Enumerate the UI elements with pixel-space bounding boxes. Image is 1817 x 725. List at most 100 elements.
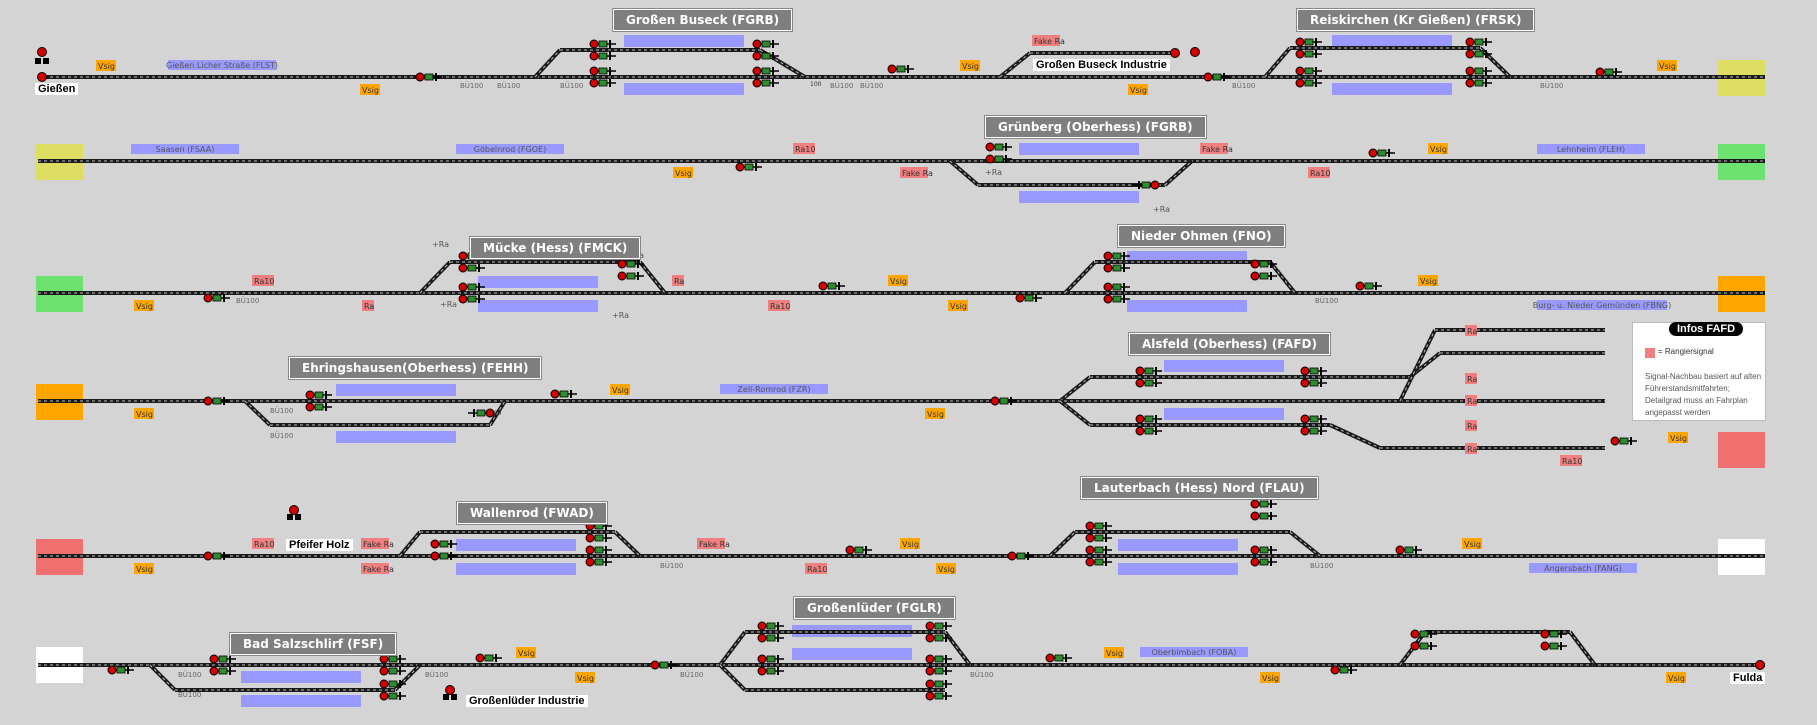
signal-lamp-red [1540, 629, 1550, 639]
signal-lamp-green [594, 546, 604, 554]
signal-lamp-red [1085, 521, 1095, 531]
signal-lamp-green [827, 282, 837, 290]
vsig-marker-label: Vsig [902, 540, 919, 549]
block-marker [443, 694, 449, 700]
signal-lamp-green [1024, 294, 1034, 302]
level-crossing-marker: BÜ100 [970, 670, 993, 679]
halt-label-box-label: Burg- u. Nieder Gemünden (FBNG) [1533, 301, 1672, 310]
signal-lamp-red [925, 621, 935, 631]
signal-lamp-red [1085, 545, 1095, 555]
signal-lamp-red [1540, 641, 1550, 651]
halt-label-box [1537, 300, 1667, 310]
halt-label-box [168, 60, 276, 70]
signal-lamp-green [467, 283, 477, 291]
vsig-marker-label: Vsig [1262, 674, 1279, 683]
ra10-marker-label: Ra10 [254, 277, 274, 286]
station-label-muecke: Mücke (Hess) (FMCK) [470, 237, 641, 259]
signal-lamp-red [1135, 426, 1145, 436]
signal-lamp-red [1103, 294, 1113, 304]
signal-lamp-green [1377, 149, 1387, 157]
signal-lamp-green [314, 403, 324, 411]
ra10-marker-label: Ra10 [1310, 169, 1330, 178]
track-ties [999, 52, 1031, 78]
signal-lamp-green [1259, 500, 1269, 508]
end-signal [445, 685, 455, 695]
signal-lamp-green [896, 65, 906, 73]
track-ties [1059, 376, 1091, 402]
speed-marker: 100 [1296, 75, 1308, 82]
signal-lamp-red [458, 263, 468, 273]
signal-lamp-red [1410, 629, 1420, 639]
signal-lamp-green [1112, 252, 1122, 260]
station-label-nieder-ohmen: Nieder Ohmen (FNO) [1118, 225, 1285, 247]
vsig-marker-label: Vsig [612, 386, 629, 395]
signal-lamp-green [1094, 546, 1104, 554]
track [1048, 530, 1077, 558]
platform [1118, 539, 1238, 551]
signal-lamp-green [1309, 427, 1319, 435]
vsig-marker [96, 60, 116, 71]
vsig-marker [948, 300, 968, 311]
end-signal [1190, 47, 1200, 57]
signal-lamp-red [1295, 66, 1305, 76]
signal-lamp-green [934, 622, 944, 630]
signal-lamp-red [985, 154, 995, 164]
platform [241, 671, 361, 683]
end-signal [1755, 660, 1765, 670]
ra-marker [1465, 373, 1477, 384]
signal-lamp-red [1015, 293, 1025, 303]
vsig-marker [575, 672, 595, 683]
signal-lamp-green [559, 390, 569, 398]
signal-lamp-green [484, 654, 494, 662]
signal-lamp-red [1203, 72, 1213, 82]
station-label-grossenlueder: Großenlüder (FGLR) [794, 597, 955, 619]
platform [1332, 35, 1452, 47]
ra-marker [1465, 325, 1477, 336]
signal-lamp-green [1309, 415, 1319, 423]
signal-lamp-green [1094, 522, 1104, 530]
signal-lamp-red [458, 294, 468, 304]
signal-lamp-red [430, 551, 440, 561]
signal-lamp-green [467, 295, 477, 303]
signal-lamp-green [1259, 558, 1269, 566]
signal-lamp-green [598, 79, 608, 87]
signal-lamp-red [990, 396, 1000, 406]
signal-lamp-red [925, 654, 935, 664]
signal-lamp-red [1610, 436, 1620, 446]
signal-lamp-red [1465, 37, 1475, 47]
vsig-marker [610, 384, 630, 395]
signal-lamp-red [752, 51, 762, 61]
signal-lamp-green [1259, 512, 1269, 520]
signal-lamp-green [659, 661, 669, 669]
platform [456, 563, 576, 575]
track-ties [639, 261, 666, 294]
signal-lamp-green [598, 67, 608, 75]
signal-lamp-green [1604, 68, 1614, 76]
signal-lamp-green [1112, 283, 1122, 291]
track-ties [1064, 261, 1096, 294]
signal-lamp-red [735, 162, 745, 172]
fake-ra-marker [1200, 143, 1228, 154]
end-label-fulda: Fulda [1730, 672, 1766, 684]
station-label-alsfeld: Alsfeld (Oberhess) (FAFD) [1129, 333, 1330, 355]
station-label-lauterbach: Lauterbach (Hess) Nord (FLAU) [1081, 477, 1318, 499]
halt-label-box [1529, 563, 1637, 573]
signal-lamp-green [594, 534, 604, 542]
signal-lamp-red [1368, 148, 1378, 158]
signal-lamp-green [388, 667, 398, 675]
signal-lamp-green [1419, 642, 1429, 650]
end-label-giessen: Gießen [35, 83, 79, 95]
signal-lamp-green [934, 667, 944, 675]
fake-ra-marker [361, 538, 389, 549]
vsig-marker-label: Vsig [927, 410, 944, 419]
signal-lamp-green [598, 40, 608, 48]
signal-lamp-red [1250, 271, 1260, 281]
end-signal [37, 72, 47, 82]
signal-lamp-green [218, 667, 228, 675]
ra10-marker-label: Ra10 [254, 540, 274, 549]
signal-lamp-red [1103, 282, 1113, 292]
vsig-marker-label: Vsig [518, 649, 535, 658]
plus-ra-label: +Ra [985, 168, 1002, 177]
signal-lamp-red [925, 679, 935, 689]
